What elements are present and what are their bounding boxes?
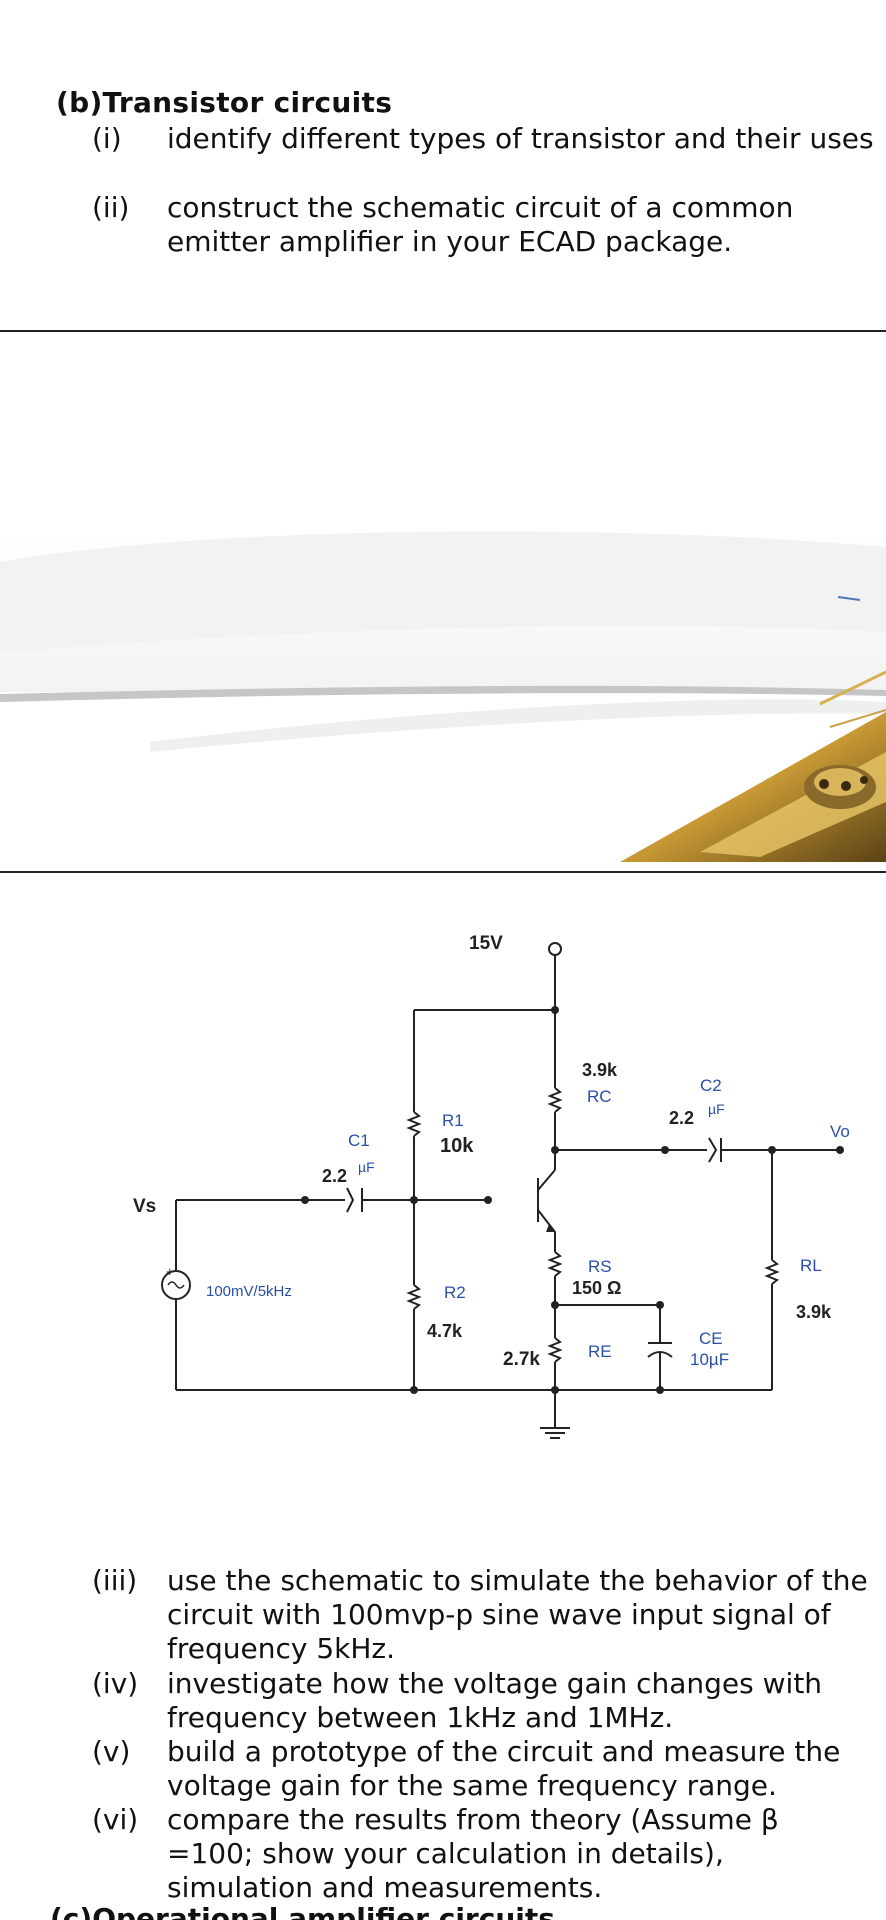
bottom-divider (0, 871, 886, 873)
item-text: identify different types of transistor a… (167, 122, 874, 155)
r2-value: 4.7k (427, 1321, 463, 1341)
item-number: (iii) (92, 1564, 138, 1597)
item-text: use the schematic to simulate the behavi… (167, 1564, 868, 1665)
section-heading: (b)Transistor circuits (56, 86, 393, 119)
item-text: investigate how the voltage gain changes… (167, 1667, 823, 1734)
rc-value: 3.9k (582, 1060, 618, 1080)
item-number: (iv) (92, 1667, 139, 1700)
item-text: compare the results from theory (Assume … (167, 1803, 779, 1904)
c1-unit: µF (358, 1159, 375, 1175)
c2-value: 2.2 (669, 1108, 694, 1128)
item-number: (vi) (92, 1803, 139, 1836)
r1-label: R1 (442, 1111, 464, 1130)
top-divider (0, 330, 886, 332)
item-number: (v) (92, 1735, 131, 1768)
c2-unit: µF (708, 1101, 725, 1117)
r1-value: 10k (440, 1135, 474, 1157)
supply-label: 15V (469, 933, 503, 954)
ce-label: CE (699, 1329, 723, 1348)
item-text: construct the schematic circuit of a com… (167, 191, 794, 258)
c2-label: C2 (700, 1076, 722, 1095)
rs-value: 150 Ω (572, 1278, 621, 1298)
re-label: RE (588, 1342, 612, 1361)
ce-value: 10µF (690, 1350, 729, 1369)
re-value: 2.7k (503, 1349, 540, 1370)
item-number: (i) (92, 122, 122, 155)
slide-image (0, 531, 886, 862)
item-number: (ii) (92, 191, 130, 224)
rl-label: RL (800, 1256, 822, 1275)
source-label: 100mV/5kHz (206, 1283, 292, 1300)
vs-label: Vs (133, 1196, 156, 1217)
next-section-heading: (c)Operational amplifier circuits (50, 1902, 555, 1920)
rs-label: RS (588, 1257, 612, 1276)
item-text: build a prototype of the circuit and mea… (167, 1735, 841, 1802)
vo-label: Vo (830, 1122, 850, 1141)
svg-text:+: + (166, 1264, 174, 1279)
rc-label: RC (587, 1087, 612, 1106)
common-emitter-schematic: + 15V 3.9k RC R1 10k C1 2.2 µF C2 2.2 µF… (133, 933, 850, 1439)
r2-label: R2 (444, 1283, 466, 1302)
c1-value: 2.2 (322, 1166, 347, 1186)
rl-value: 3.9k (796, 1302, 832, 1322)
c1-label: C1 (348, 1131, 370, 1150)
